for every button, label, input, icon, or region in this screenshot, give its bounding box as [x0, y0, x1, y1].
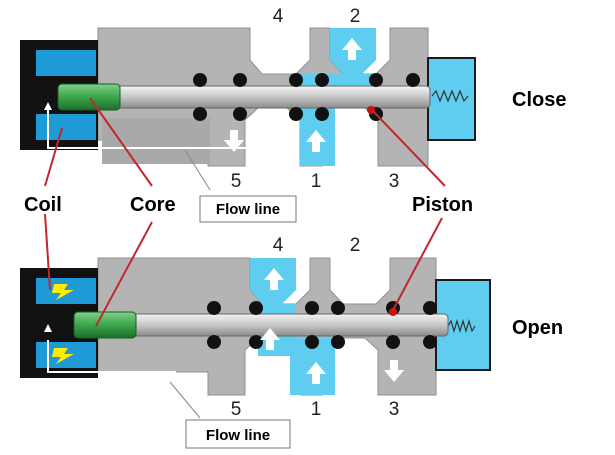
core-callout-line [95, 221, 153, 327]
flow-path-line [47, 340, 176, 373]
lightning-icon [52, 284, 74, 300]
piston-dot [389, 308, 397, 316]
flow-line-label: Flow line [216, 201, 280, 218]
port-label-1: 1 [311, 399, 322, 420]
coil-winding-upper [36, 50, 96, 76]
flow-arrows [260, 266, 404, 384]
seal-group [193, 73, 420, 121]
seal-group [207, 301, 437, 349]
flow-line-leader [184, 149, 211, 191]
arrow-up-icon [264, 268, 284, 290]
spring-icon [447, 318, 476, 334]
arrow-down-icon [224, 130, 244, 152]
flow-path-line [47, 110, 296, 149]
port-label-3: 3 [389, 171, 400, 192]
port-label-2: 2 [350, 235, 361, 256]
flow-line-leader [169, 381, 201, 419]
arrow-down-icon [384, 360, 404, 382]
state-label-close: Close [512, 89, 566, 111]
port-label-2: 2 [350, 6, 361, 27]
flow-line-box [185, 419, 291, 449]
valve-close [20, 27, 476, 223]
core-plunger [57, 83, 121, 111]
coil-callout-line [44, 127, 63, 187]
state-label-open: Open [512, 317, 563, 339]
arrow-up-icon [44, 324, 52, 332]
piston-callout-line [371, 109, 446, 187]
arrow-up-icon [306, 362, 326, 384]
piston-label: Piston [412, 194, 473, 216]
port-label-4: 4 [273, 235, 284, 256]
spring-icon [431, 89, 469, 103]
lightning-icon [52, 348, 74, 364]
coil-winding-lower [36, 114, 96, 140]
core-callout-line [89, 97, 153, 187]
arrow-up-icon [306, 130, 326, 152]
arrow-up-icon [342, 38, 362, 60]
port-label-4: 4 [273, 6, 284, 27]
port-label-5: 5 [231, 171, 242, 192]
core-plunger [73, 311, 137, 339]
arrow-down-icon [268, 38, 288, 60]
flow-line-label: Flow line [206, 427, 270, 444]
arrow-down-icon [344, 266, 364, 288]
coil-label: Coil [24, 194, 62, 216]
lower-chamber [102, 118, 210, 164]
coil-callout-line [44, 213, 51, 291]
flow-line-box [199, 195, 297, 223]
arrow-up-icon [260, 328, 280, 350]
valve-open [20, 213, 491, 449]
port-label-3: 3 [389, 399, 400, 420]
core-label: Core [130, 194, 176, 216]
port-label-1: 1 [311, 171, 322, 192]
flow-arrows [224, 38, 362, 152]
piston-callout-line [392, 217, 443, 311]
port-label-5: 5 [231, 399, 242, 420]
spring-chamber [427, 57, 476, 141]
arrow-up-icon [44, 102, 52, 110]
